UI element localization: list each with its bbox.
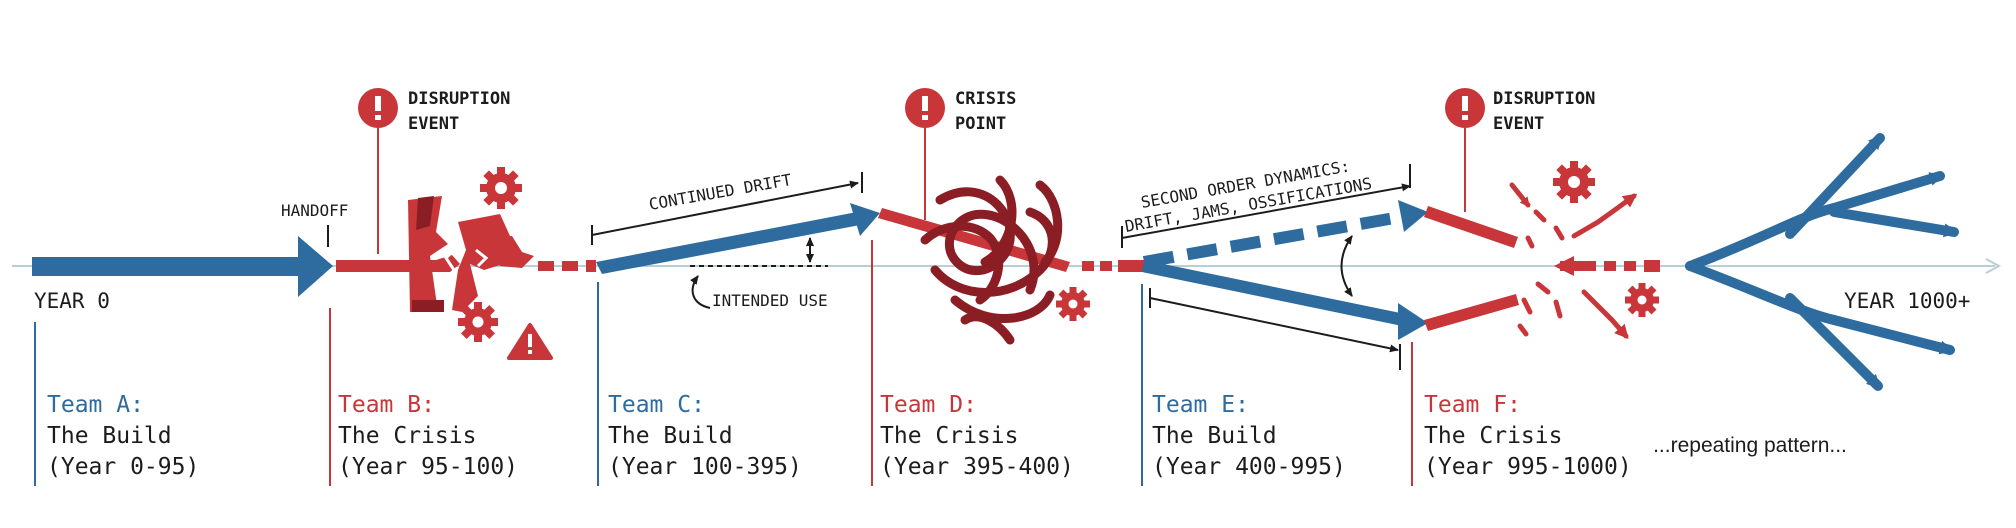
gear-icon	[1056, 287, 1090, 321]
build-arrow-e-lower	[1142, 260, 1428, 340]
event-label-line2: POINT	[955, 114, 1006, 134]
gear-icon	[1625, 283, 1659, 317]
event-label-line2: EVENT	[408, 114, 459, 134]
intended-use-label: INTENDED USE	[712, 291, 828, 310]
burst-icon	[1509, 182, 1638, 340]
team-years: (Year 995-1000)	[1424, 454, 1632, 480]
event-marker-3: DISRUPTION EVENT	[1445, 88, 1595, 212]
fanout-arrows	[1685, 133, 1959, 391]
repeating-pattern-label: ...repeating pattern...	[1653, 434, 1847, 457]
timeline-end-label: YEAR 1000+	[1844, 289, 1970, 313]
team-name: Team F:	[1424, 392, 1521, 418]
team-role: The Build	[1152, 423, 1277, 449]
gear-icon	[1553, 161, 1595, 203]
continued-drift-label: CONTINUED DRIFT	[647, 170, 793, 214]
team-role: The Crisis	[338, 423, 476, 449]
team-role: The Crisis	[1424, 423, 1562, 449]
crisis-bar-d	[878, 208, 1144, 272]
event-label-line1: DISRUPTION	[408, 89, 510, 109]
team-label-a: Team A: The Build (Year 0-95)	[47, 392, 199, 480]
team-years: (Year 0-95)	[47, 454, 199, 480]
team-years: (Year 395-400)	[880, 454, 1074, 480]
build-arrow-e-upper	[1142, 200, 1428, 268]
team-label-b: Team B: The Crisis (Year 95-100)	[338, 392, 518, 480]
exclamation-icon	[1445, 88, 1485, 128]
team-name: Team E:	[1152, 392, 1249, 418]
team-name: Team D:	[880, 392, 977, 418]
team-years: (Year 100-395)	[608, 454, 802, 480]
team-role: The Build	[608, 423, 733, 449]
gear-icon	[480, 167, 522, 209]
gear-icon	[458, 302, 498, 342]
team-name: Team C:	[608, 392, 705, 418]
handoff-label: HANDOFF	[281, 201, 348, 220]
build-arrow-c	[596, 203, 880, 274]
event-marker-2: CRISIS POINT	[905, 88, 1016, 220]
crisis-bar-f	[1424, 206, 1660, 331]
team-label-d: Team D: The Crisis (Year 395-400)	[880, 392, 1074, 480]
build-arrow-a	[32, 236, 333, 297]
team-years: (Year 400-995)	[1152, 454, 1346, 480]
event-label-line1: DISRUPTION	[1493, 89, 1595, 109]
team-name: Team A:	[47, 392, 144, 418]
event-label-line2: EVENT	[1493, 114, 1544, 134]
team-years: (Year 95-100)	[338, 454, 518, 480]
team-dividers	[34, 240, 1413, 486]
event-label-line1: CRISIS	[955, 89, 1016, 109]
warning-icon	[507, 323, 553, 360]
team-name: Team B:	[338, 392, 435, 418]
broken-arrow-icon	[408, 196, 534, 312]
second-order-bracket	[1121, 164, 1411, 370]
timeline-start-label: YEAR 0	[34, 289, 110, 313]
intended-use-pointer	[690, 275, 711, 309]
team-label-c: Team C: The Build (Year 100-395)	[608, 392, 802, 480]
team-label-e: Team E: The Build (Year 400-995)	[1152, 392, 1346, 480]
exclamation-icon	[905, 88, 945, 128]
team-role: The Crisis	[880, 423, 1018, 449]
team-role: The Build	[47, 423, 172, 449]
event-marker-1: DISRUPTION EVENT	[358, 88, 510, 254]
team-label-f: Team F: The Crisis (Year 995-1000)	[1424, 392, 1632, 480]
continued-drift-bracket	[591, 172, 863, 245]
exclamation-icon	[358, 88, 398, 128]
tangle-icon	[920, 175, 1063, 345]
